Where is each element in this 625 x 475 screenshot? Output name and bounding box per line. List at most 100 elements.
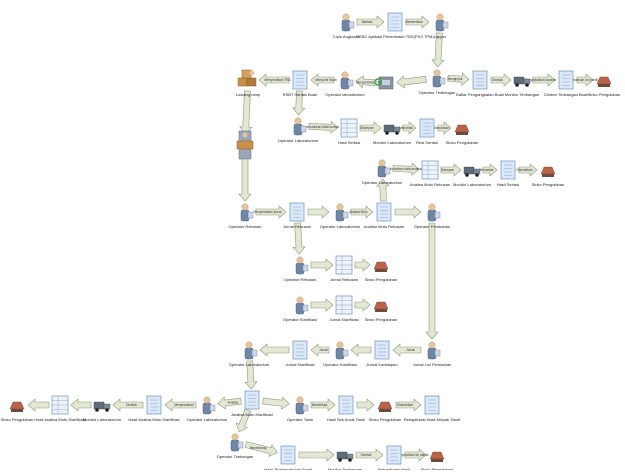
connector-arrow: Menyerahkan [164,398,197,412]
edge-label: Membutuhkan data analisa [383,167,422,171]
node-label: Jurnal Klarifikasi [285,362,314,367]
connector-arrow [354,298,371,312]
machine-icon [374,76,394,90]
node-label: Operator Timbangan [419,90,456,95]
node-sink: Sinko Pengolahan [446,124,478,145]
node-label: Monitor Laboratorium [373,140,412,145]
node-label: Lapper [434,34,447,39]
sheet-icon [335,255,353,275]
node-doc: Hasil Sertasi [497,160,520,187]
sink-icon [9,401,25,412]
node-truck: Monitor Laboratorium [373,124,412,145]
connector-arrow [350,343,372,357]
person-icon [427,203,441,222]
connector-arrow [310,298,334,312]
connector-arrow [394,205,422,219]
edge-label: Diserahkan [397,403,413,407]
connector-arrow [27,398,50,412]
edge-label: Memeriksa [312,403,328,407]
node-doc: Ghrtker Timbangan Buah [544,70,588,97]
connector-arrow [259,343,290,357]
node-label: Hasil Sertasi [497,182,520,187]
node-label: Operator Laboratorium [187,417,228,422]
sink-icon [454,124,470,135]
node-label: Jurnal Klarifikasi [329,317,358,322]
sink-icon [373,261,389,272]
edge-label: Dicetak [361,453,372,457]
edge-label: Jurnal [319,348,328,352]
connector-arrow: Menyerahkan TBS [258,73,291,87]
edge-label: Menyerahkan ke pabrik [395,453,429,457]
doc-icon [386,445,402,465]
person-icon [432,69,446,88]
doc-icon [419,118,435,138]
edge-label: Diserahkan [433,126,449,130]
node-label: Operator Laboratorium [278,138,319,143]
connector-arrow: Menimbang [244,441,278,458]
doc-icon [146,395,162,415]
connector-arrow: Jurnal [392,343,422,357]
node-person: Tupin Angkutan [332,13,360,39]
node-person: Operator laboratorium [325,71,365,97]
connector-arrow: Diserahkan [516,163,538,177]
node-label: Hasil Analisa Mutu Klarifikasi [34,417,85,422]
node-label: Operator Laboratorium [229,362,270,367]
node-doc: Hasil Sek Ansik Tanki [327,395,365,422]
node-person: Operator Laboratorium [187,396,228,422]
doc-icon [376,202,392,222]
connector-arrow: Dicetak [490,73,512,87]
sheet-icon [421,160,439,180]
connector-arrow [70,398,92,412]
person-icon [202,396,216,415]
person-icon [240,203,254,222]
edge-label: Dicetak [126,403,137,407]
edge-label: Jurnal [406,348,415,352]
node-label: Sinko Pengolahan [365,277,397,282]
person-icon [341,13,355,32]
node-label: Jurnal Kadalapen [366,362,397,367]
node-doc: Jurnal Rebusan [283,202,311,229]
node-label: Operator Klarifikasi [283,317,317,322]
node-label: Sinko Pengolahan [588,92,620,97]
node-label: RSBT Sertasi Buah [283,92,318,97]
connector-arrow [244,360,258,390]
connector-arrow: Menyerahkan jurnal [254,205,287,219]
node-label: Operator Laboratorium [362,180,403,185]
node-sheet: Hasil Analisa Mutu Klarifikasi [34,395,86,422]
edge-label: Mencetak [399,126,413,130]
connector-arrow [354,258,371,272]
node-person: Operator Laboratorium [320,203,361,229]
doc-icon [292,340,308,360]
connector-arrow [238,155,252,202]
node-label: Analisa Mutu Rebusan [410,182,450,187]
node-doc: Jurnal Kadalapen [366,340,398,367]
edge-label: Disimpan [360,126,374,130]
node-label: Monitor Laboratorium [83,417,122,422]
edge-label: Menghasilkan laporan [525,78,556,82]
sink-icon [429,451,445,462]
node-label: Operator laboratorium [325,92,365,97]
doc-icon [374,340,390,360]
edge-label: Membutuhkan data sortasi [301,125,339,129]
node-doc: Jurnal Klarifikasi [285,340,315,367]
node-doc: Rekapitulasi Hasil Minyak Sawit [404,395,461,422]
truck-icon [383,124,401,135]
node-sink: Sinko Pengolahan [369,401,401,422]
edge-label: Disimpan [441,168,455,172]
connector-arrow: Mencetak [399,121,417,135]
node-label: Hasil Analisa Mutu Klarifikasi [128,417,179,422]
node-person: Operator Timbangan [217,433,253,459]
sink-icon [540,166,556,177]
node-person: Operator Tanki [287,396,313,422]
node-label: Rest Sertasi [416,140,438,145]
connector-arrow: Disimpan [440,163,462,177]
connector-arrow: Menghasilkan laporan [525,73,556,87]
node-label: Operator Klarifikasi [323,362,357,367]
node-sheet: Hasil Sertasi [338,118,360,145]
connector-arrow: Disimpan [359,121,382,135]
doc-icon [472,70,488,90]
connector-arrow [376,178,390,202]
node-truck: Monitor Laboratorium [453,166,492,187]
node-sheet: Analisa Mutu Rebusan [410,160,450,187]
